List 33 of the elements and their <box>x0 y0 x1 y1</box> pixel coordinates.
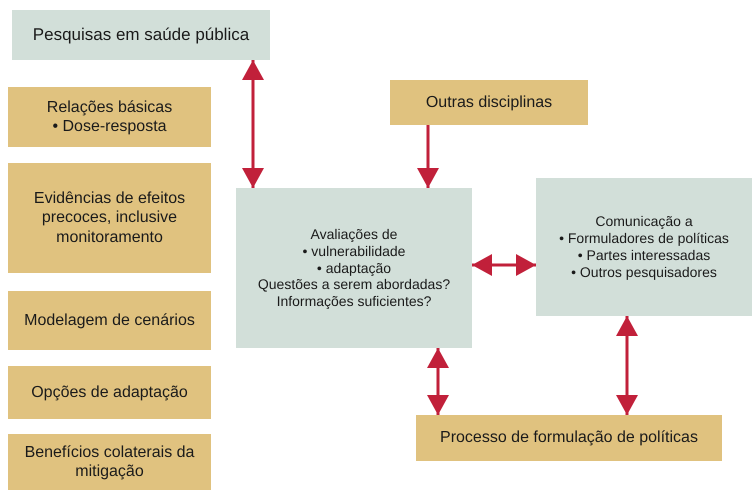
box-text: • adaptação <box>316 260 392 276</box>
topic-box <box>8 163 211 273</box>
box-text: • Outros pesquisadores <box>571 264 717 281</box>
double-arrow <box>616 316 638 415</box>
box-text: Outras disciplinas <box>426 92 552 112</box>
box-text: Pesquisas em saúde pública <box>32 24 250 46</box>
box-text: • vulnerabilidade <box>302 242 406 260</box>
box-text: Informações suficientes? <box>276 293 432 310</box>
policy-process-box <box>416 415 722 461</box>
box-text: Avaliações de <box>310 226 398 243</box>
box-text: • Formuladores de políticas <box>559 230 729 247</box>
box-text: Processo de formulação de políticas <box>440 428 698 448</box>
box-text: Comunicação a <box>595 213 693 230</box>
box-text: Benefícios colaterais da mitigação <box>24 442 196 482</box>
double-arrow <box>417 125 439 188</box>
topic-box <box>8 434 211 490</box>
box-text: Relações básicas <box>46 98 172 117</box>
research-box <box>12 10 270 60</box>
topic-box <box>8 87 211 147</box>
double-arrow <box>427 348 449 415</box>
double-arrow <box>242 60 264 188</box>
box-text: Modelagem de cenários <box>24 310 195 330</box>
box-text: Questões a serem abordadas? <box>258 276 450 294</box>
box-text: Opções de adaptação <box>31 382 188 402</box>
topic-box <box>8 366 211 419</box>
assessment-box <box>236 188 472 348</box>
box-text: • Dose-resposta <box>52 117 167 136</box>
double-arrow <box>472 254 536 276</box>
communication-box <box>536 178 752 316</box>
topic-box <box>8 291 211 350</box>
discipline-box <box>390 80 588 125</box>
box-text: Evidências de efeitos precoces, inclusive monitoramento <box>32 189 186 247</box>
box-text: • Partes interessadas <box>578 247 710 264</box>
